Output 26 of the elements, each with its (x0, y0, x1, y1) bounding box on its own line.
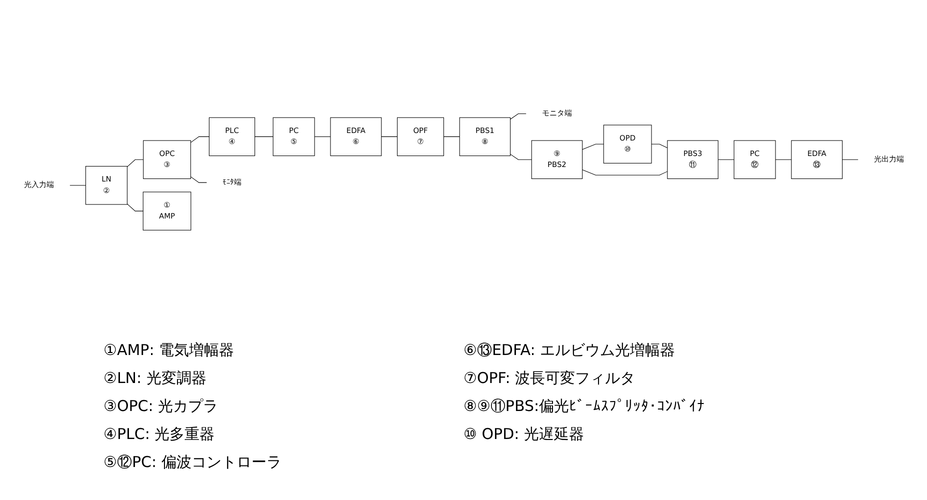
connector (510, 154, 532, 160)
legend-note: ⑦OPF: 波長可変フィルタ (464, 368, 636, 388)
connector (650, 144, 668, 148)
connector (582, 169, 668, 176)
connector (190, 176, 207, 183)
legend-note: ⑩ OPD: 光遅延器 (464, 424, 584, 444)
legend-note: ⑥⑬EDFA: エルビウム光増幅器 (464, 340, 676, 360)
connector (582, 144, 604, 150)
legend-note: ②LN: 光変調器 (104, 368, 206, 388)
connector (69, 184, 86, 186)
legend-note: ④PLC: 光多重器 (104, 424, 215, 444)
legend-note: ⑤⑫PC: 偏波コントローラ (104, 452, 282, 472)
legend-note: ①AMP: 電気増幅器 (104, 340, 234, 360)
connector (314, 136, 330, 137)
connector (190, 136, 209, 143)
connector (126, 159, 144, 167)
legend-note: ③OPC: 光カプラ (104, 396, 218, 416)
connector (774, 159, 792, 160)
connector (380, 136, 398, 137)
connector (254, 136, 273, 137)
connector (842, 159, 858, 160)
connector (126, 203, 143, 212)
connector (717, 159, 734, 160)
legend-note: ⑧⑨⑪PBS:偏光ﾋﾞｰﾑｽﾌﾟﾘｯﾀ･ｺﾝﾊﾞｲﾅ (464, 396, 706, 416)
connector (442, 136, 460, 137)
connector (510, 113, 526, 120)
